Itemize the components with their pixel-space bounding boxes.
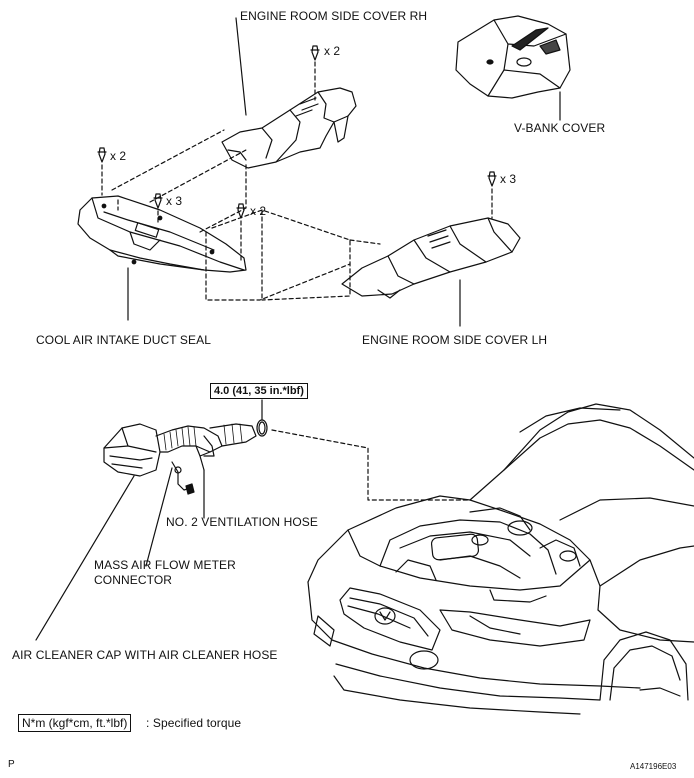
label-mass-air-flow-meter-line1: MASS AIR FLOW METER xyxy=(94,558,236,572)
label-air-cleaner-cap: AIR CLEANER CAP WITH AIR CLEANER HOSE xyxy=(12,648,278,662)
label-side-cover-rh: ENGINE ROOM SIDE COVER RH xyxy=(240,9,428,23)
legend-unit-box: N*m (kgf*cm, ft.*lbf) xyxy=(18,714,132,732)
qty-seal-center-clips: x 3 xyxy=(166,194,183,208)
legend-description: : Specified torque xyxy=(146,716,242,730)
qty-rh-clips: x 2 xyxy=(324,44,341,58)
ventilation-hose-part xyxy=(203,435,215,457)
label-v-bank-cover: V-BANK COVER xyxy=(514,121,606,135)
side-cover-lh-part xyxy=(341,217,521,299)
figure-code: A147196E03 xyxy=(630,762,677,771)
air-cleaner-cap-part xyxy=(103,423,257,477)
lh-clip-icon xyxy=(487,171,497,187)
qty-lh-clips: x 3 xyxy=(500,172,517,186)
cool-air-intake-duct-seal-part xyxy=(77,195,247,273)
seal-left-clip-icon xyxy=(97,147,107,163)
torque-spec-box: 4.0 (41, 35 in.*lbf) xyxy=(210,383,308,399)
page-marker: P xyxy=(8,759,15,770)
label-cool-air-intake-duct-seal: COOL AIR INTAKE DUCT SEAL xyxy=(36,333,211,347)
label-side-cover-lh: ENGINE ROOM SIDE COVER LH xyxy=(362,333,548,347)
vehicle-front-illustration xyxy=(307,403,694,715)
seal-center-clip-icon xyxy=(153,193,163,209)
label-mass-air-flow-meter-line2: CONNECTOR xyxy=(94,573,173,587)
qty-seal-left-clips: x 2 xyxy=(110,149,127,163)
v-bank-cover-part xyxy=(455,15,571,99)
rh-clip-icon xyxy=(310,45,320,61)
side-cover-rh-part xyxy=(221,87,357,169)
qty-seal-right-clips: x 2 xyxy=(250,204,267,218)
hose-route-line xyxy=(271,429,471,501)
seal-right-clip-icon xyxy=(236,203,246,219)
mating-guide-lines xyxy=(111,129,381,301)
label-no2-ventilation-hose: NO. 2 VENTILATION HOSE xyxy=(166,515,319,529)
mass-air-flow-connector-part xyxy=(171,461,195,495)
torque-ring-icon xyxy=(256,419,268,437)
